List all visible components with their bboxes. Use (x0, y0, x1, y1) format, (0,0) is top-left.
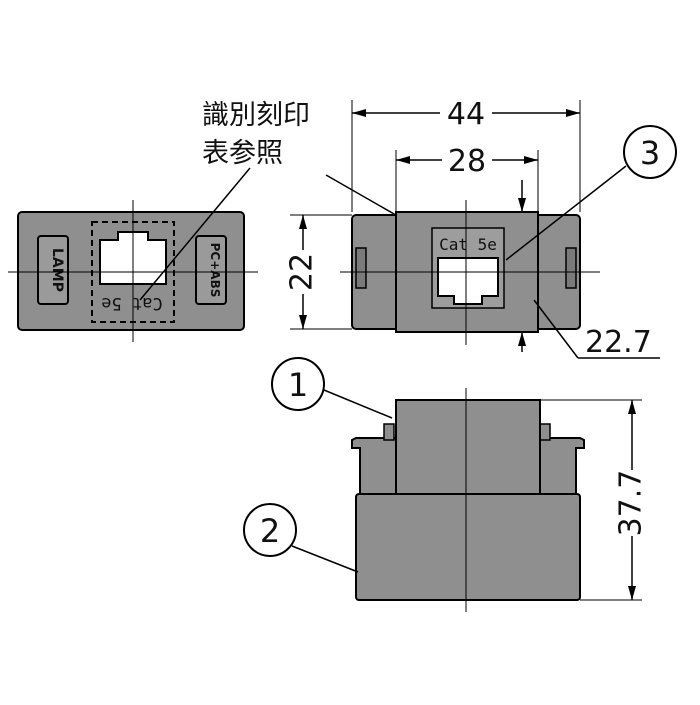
side-latch-right (539, 423, 551, 441)
cat-mark: Cat 5e (439, 235, 497, 254)
material-slot (195, 235, 227, 305)
cat-mark-rotated: Cat 5e (101, 293, 162, 313)
front-side-tab-right (565, 247, 577, 289)
callout-2-circle (243, 503, 297, 557)
side-latch-left (383, 423, 395, 441)
dim227-arrow-bottom (518, 332, 526, 346)
dim44-arrow-right (566, 109, 580, 117)
dim28-bg (442, 143, 492, 175)
front-side-tab-left (355, 247, 367, 289)
annotation-line1: 識別刻印 (202, 100, 310, 131)
lamp-slot (37, 235, 69, 305)
dim-37-7: 37.7 (614, 470, 649, 537)
callout-1-circle (271, 357, 325, 411)
dim377-arrow-top (628, 400, 636, 414)
annotation-leader-left (139, 167, 251, 301)
callout-2-leader (291, 545, 359, 573)
dim44-bg (440, 96, 492, 128)
dim377-arrow-bottom (628, 586, 636, 600)
side-jack-top (395, 399, 541, 497)
front-port-opening (437, 257, 499, 305)
lamp-label: LAMP (49, 248, 65, 292)
dim377-bg (614, 470, 650, 536)
dim28-arrow-left (396, 156, 410, 164)
dim-22: 22 (285, 253, 320, 291)
left-view: LAMP PC+ABS Cat 5e (8, 200, 258, 342)
callout-2: 2 (260, 512, 280, 550)
front-view: Cat 5e (340, 200, 600, 345)
dim22-arrow-bottom (299, 315, 307, 329)
callout-3-leader (505, 165, 627, 261)
material-label: PC+ABS (208, 243, 222, 298)
side-view (351, 388, 585, 612)
dim28-arrow-right (524, 156, 538, 164)
dim-22-7: 22.7 (585, 325, 652, 360)
dim-28: 28 (448, 144, 486, 179)
dim44-arrow-left (352, 109, 366, 117)
callout-3-circle (623, 125, 677, 179)
dim22-arrow-top (299, 215, 307, 229)
callout-1-leader (323, 389, 393, 419)
dim-44: 44 (447, 97, 485, 132)
dim227-leader (533, 299, 579, 359)
annotation-line2: 表参照 (202, 138, 283, 169)
side-base (355, 493, 581, 601)
callout-3: 3 (640, 134, 660, 172)
callout-1: 1 (288, 366, 308, 404)
dim22-bg (284, 250, 320, 294)
dim227-arrow-top (518, 198, 526, 212)
